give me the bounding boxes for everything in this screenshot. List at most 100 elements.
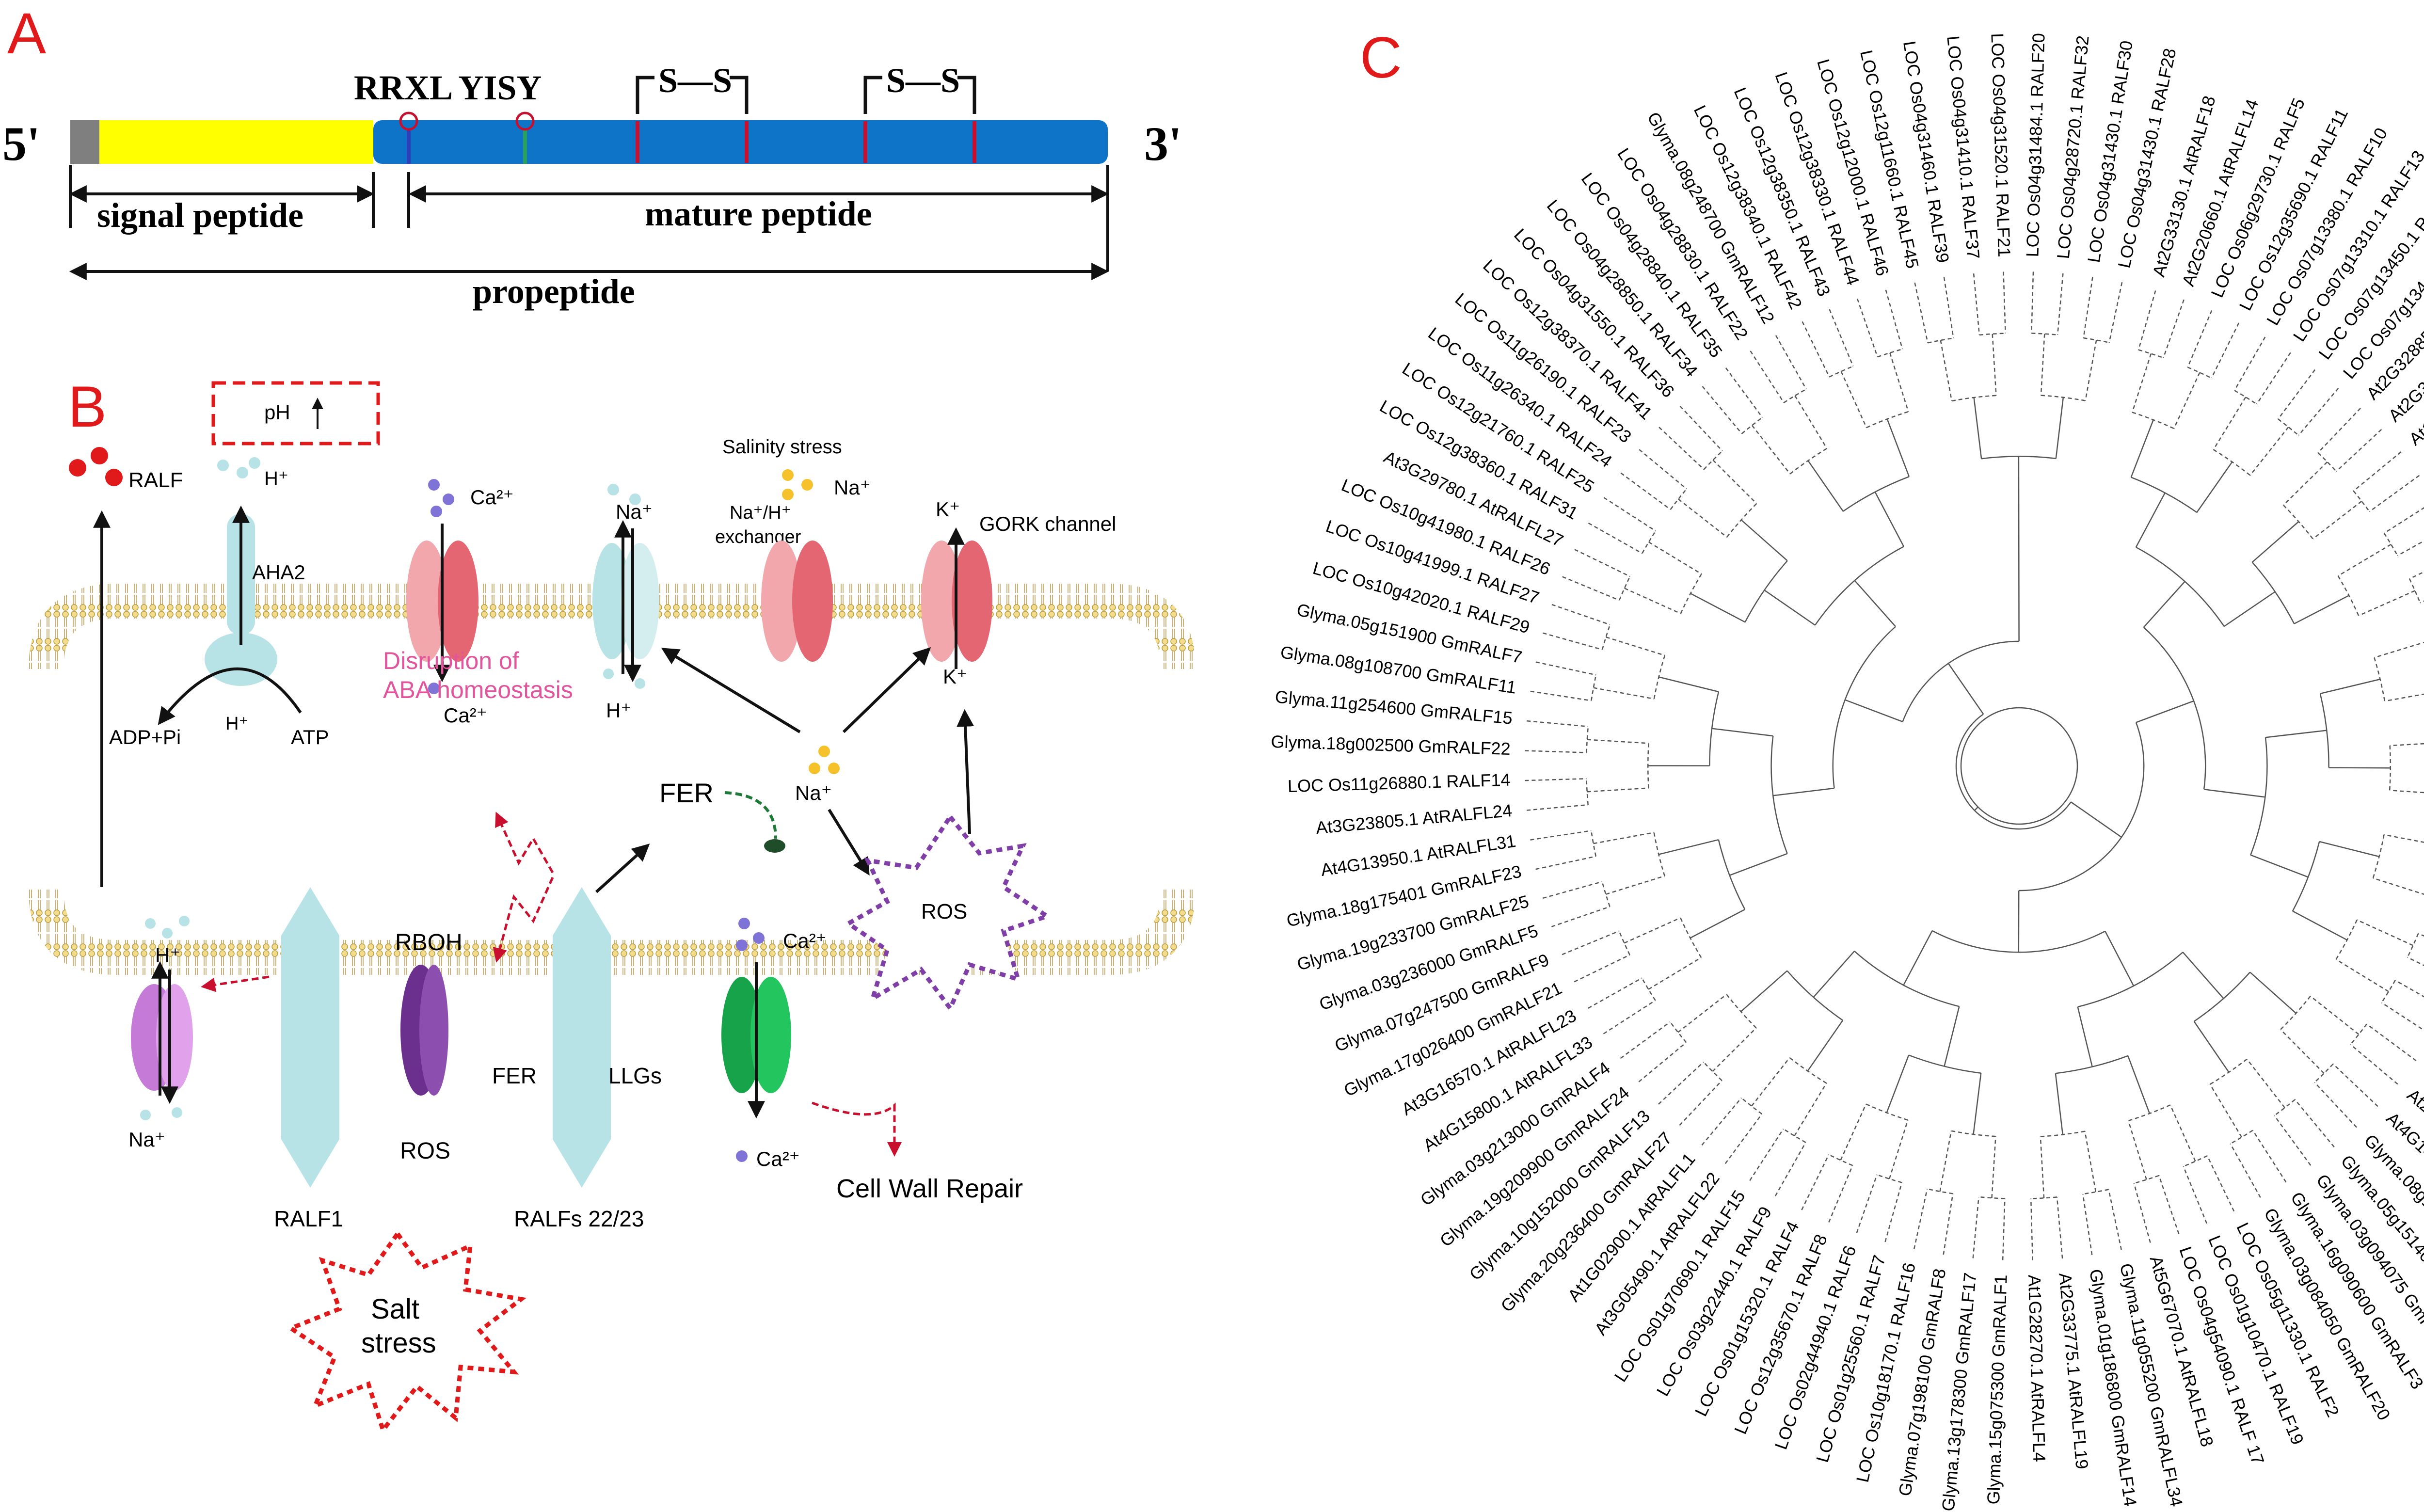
aha2-pump-icon: H⁺ AHA2 H⁺ ADP+Pi ATP <box>109 457 329 748</box>
tree-branch <box>2136 700 2194 723</box>
tree-branch <box>1641 977 1656 1001</box>
na-out-label: Na⁺ <box>834 476 871 499</box>
bar-signal-peptide <box>99 120 373 164</box>
tree-branch <box>2278 369 2316 420</box>
tree-branch <box>1593 687 1655 700</box>
tree-branch <box>2350 1023 2367 1045</box>
tree-branch <box>2132 353 2152 413</box>
ca-bottom-label: Ca²⁺ <box>756 1147 800 1170</box>
antiporter-na-label: Na⁺ <box>128 1128 165 1151</box>
tree-branch <box>2265 730 2327 738</box>
gork-channel-icon: K⁺ GORK channel K⁺ <box>921 498 1116 688</box>
tree-branch <box>1601 624 1611 650</box>
tree-branch <box>1794 395 1828 449</box>
na-h-exchanger-icon: Na⁺ H⁺ <box>592 484 659 722</box>
tree-branch <box>2246 1058 2285 1108</box>
tree-branch <box>1562 576 1620 601</box>
tree-branch <box>2409 571 2424 580</box>
na-to-ros-arrow <box>828 809 870 876</box>
tree-branch <box>2384 834 2424 843</box>
tree-branch <box>1829 366 1853 378</box>
tree-branch <box>2055 1055 2128 1074</box>
tree-branch <box>2055 397 2064 459</box>
ralf1-to-antiporter-arrow <box>201 975 270 992</box>
tree-branch <box>1928 337 1954 344</box>
tree-branch <box>2390 790 2424 794</box>
tree-branch <box>1679 1080 1722 1126</box>
tree-branch <box>1679 405 1723 452</box>
disruption-line2: ABA homeostasis <box>383 676 573 703</box>
tree-branch <box>2182 952 2224 999</box>
tree-branch <box>2249 427 2289 476</box>
tree-branch <box>1944 1006 1960 1066</box>
tree-branch <box>2130 419 2154 478</box>
tree-branch <box>2394 980 2424 998</box>
tree-branch <box>1973 1073 1982 1135</box>
tree-branch <box>2070 801 2122 838</box>
tree-leaf-label: LOC Os04g31484.1 RALF20 <box>2022 33 2048 257</box>
na-to-gork-arrow <box>842 647 931 733</box>
tree-branch <box>1783 388 1807 403</box>
tree-branch <box>1658 1061 1704 1105</box>
tree-branch <box>1939 1130 1952 1192</box>
tree-branch <box>2083 277 2093 338</box>
tree-branch <box>1543 632 1603 651</box>
tree-branch <box>2230 1130 2253 1145</box>
tree-branch <box>2031 271 2034 334</box>
tree-branch <box>2384 693 2424 702</box>
tree-branch <box>2131 477 2198 513</box>
tree-branch <box>1991 1136 1996 1198</box>
tree-branch <box>1527 720 1589 727</box>
tree-branch <box>1889 352 1909 412</box>
tree-branch <box>1886 418 1910 477</box>
tree-branch <box>2418 933 2424 937</box>
tree-branch <box>1775 335 1807 390</box>
tree-branch <box>1709 691 1720 766</box>
tree-branch <box>2193 1021 2230 1073</box>
tree-branch <box>1642 530 1657 554</box>
tree-branch <box>2056 1197 2063 1259</box>
ralf1-receptor-icon <box>281 887 339 1188</box>
exchanger-label-line1: Na⁺/H⁺ <box>730 503 791 523</box>
salt-stress-star-icon <box>286 1230 526 1435</box>
salt-line1: Salt <box>371 1293 419 1325</box>
tree-branch <box>1751 1057 1790 1107</box>
tree-branch <box>1992 334 1997 396</box>
aha2-h-out-label: H⁺ <box>264 468 288 489</box>
tree-branch <box>1979 333 2006 336</box>
tree-branch <box>1943 277 1954 338</box>
tree-branch <box>1866 411 1909 429</box>
tree-branch <box>2128 1120 2147 1180</box>
tree-branch <box>1530 830 1592 841</box>
tree-branch <box>1601 881 1611 907</box>
antiporter-h-label: H⁺ <box>155 944 181 967</box>
tree-branch <box>1813 951 1855 998</box>
tree-branch <box>2381 980 2396 1003</box>
tree-branch <box>2193 971 2251 1022</box>
rboh-ros-label: ROS <box>400 1138 450 1164</box>
tree-branch <box>2353 451 2402 492</box>
salinity-stress-label: Salinity stress <box>722 436 842 458</box>
tree-branch <box>2055 1073 2064 1135</box>
fer-to-ca-arrow <box>724 791 777 839</box>
tree-branch <box>2002 1198 2006 1260</box>
tree-branch <box>2383 533 2398 556</box>
calcium-channel-top-icon: Ca²⁺ Ca²⁺ <box>406 479 514 727</box>
tree-branch <box>1593 832 1654 844</box>
ros-to-gork-arrow <box>957 709 974 834</box>
tree-branch <box>1530 690 1592 701</box>
tree-branch <box>2397 540 2424 557</box>
tree-branch <box>1690 908 1745 939</box>
tree-branch <box>1724 1114 1763 1164</box>
tree-branch <box>1829 309 1854 366</box>
tree-branch <box>1669 1021 1687 1043</box>
tree-branch <box>1874 492 1905 547</box>
tree-branch <box>1927 1188 1953 1194</box>
tree-branch <box>1783 1128 1806 1143</box>
tree-branch <box>1586 726 1589 753</box>
tree-branch <box>2310 995 2360 1035</box>
tree-branch <box>1913 1189 1928 1249</box>
aha2-label: AHA2 <box>252 561 305 584</box>
tree-branch <box>1670 488 1687 510</box>
tree-branch <box>2292 910 2347 941</box>
